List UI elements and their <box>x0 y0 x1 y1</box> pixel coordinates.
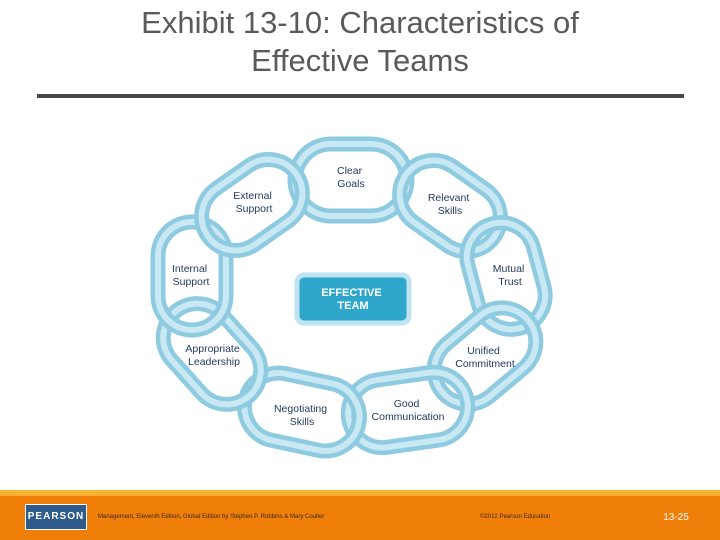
link-label-negotiating-skills: Negotiating Skills <box>274 403 330 428</box>
link-label-external-support: External Support <box>233 190 274 215</box>
center-box-shape <box>294 272 412 326</box>
footer-source: Management, Eleventh Edition, Global Edi… <box>98 514 325 520</box>
chain-link-external-support-highlight <box>198 156 306 254</box>
chain-link-external-support <box>194 152 310 258</box>
center-label: EFFECTIVE TEAM <box>321 287 385 312</box>
title-divider <box>37 94 684 98</box>
chain-link-relevant-skills-highlight <box>396 157 504 255</box>
slide-title: Exhibit 13-10: Characteristics of Effect… <box>0 4 720 80</box>
chain-link-relevant-skills <box>392 153 508 259</box>
chain-link-unified-commitment-highlight <box>431 304 539 408</box>
slide-title-line-1: Exhibit 13-10: Characteristics of <box>141 5 579 40</box>
link-label-relevant-skills: Relevant Skills <box>428 192 472 217</box>
center-box: EFFECTIVE TEAM <box>294 272 412 326</box>
chain-link-mutual-trust <box>459 215 553 337</box>
link-label-internal-support: Internal Support <box>172 263 210 288</box>
link-labels: Clear Goals Relevant Skills Mutual Trust… <box>172 165 527 428</box>
link-label-mutual-trust: Mutual Trust <box>493 263 527 288</box>
chain-diagram: Clear Goals Relevant Skills Mutual Trust… <box>150 136 553 459</box>
chain-link-good-communication <box>340 364 476 456</box>
chain-links <box>150 136 553 459</box>
chain-link-internal-support-highlight <box>155 219 229 333</box>
slide-number: 13-25 <box>663 512 689 523</box>
link-label-good-communication: Good Communication <box>372 398 445 423</box>
footer-copyright: ©2012 Pearson Education <box>480 514 551 520</box>
chain-link-mutual-trust-highlight <box>463 219 549 333</box>
link-label-unified-commitment: Unified Commitment <box>455 345 515 370</box>
link-label-clear-goals: Clear Goals <box>337 165 365 190</box>
link-label-appropriate-leadership: Appropriate Leadership <box>185 343 242 368</box>
chain-link-appropriate-leadership <box>155 296 269 412</box>
slide-title-line-2: Effective Teams <box>251 43 469 78</box>
chain-link-good-communication-highlight <box>345 369 471 451</box>
chain-link-internal-support <box>150 214 234 338</box>
chain-link-unified-commitment <box>426 300 544 412</box>
pearson-logo: PEARSON <box>25 504 87 530</box>
chain-link-appropriate-leadership-highlight <box>160 300 264 408</box>
footer-accent-strip <box>0 490 720 496</box>
footer-bar <box>0 496 720 540</box>
